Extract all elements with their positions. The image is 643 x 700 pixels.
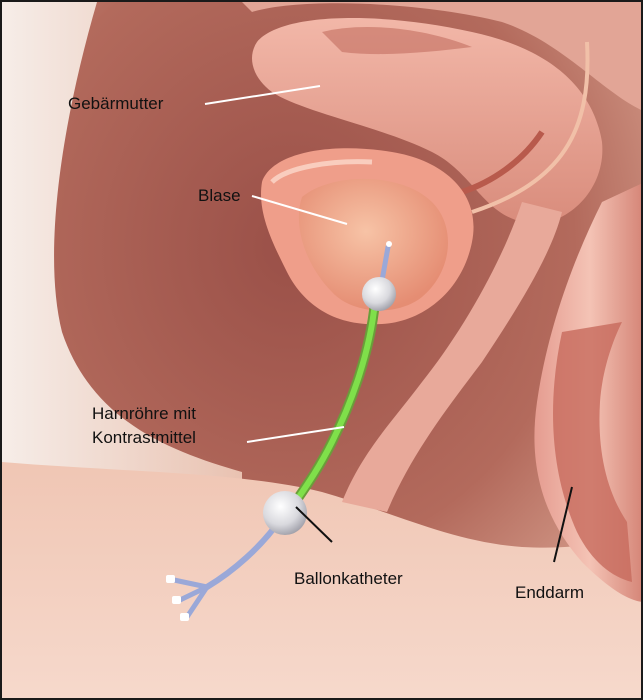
label-uterus: Gebärmutter: [68, 93, 163, 115]
label-balloon-catheter: Ballonkatheter: [294, 568, 403, 590]
catheter-port-cap-2: [172, 596, 181, 604]
catheter-port-cap-1: [166, 575, 175, 583]
label-bladder: Blase: [198, 185, 241, 207]
urethral-balloon: [263, 491, 307, 535]
label-urethra-line1: Harnröhre mit: [92, 402, 196, 426]
catheter-tip-end: [386, 241, 392, 247]
catheter-port-cap-3: [180, 613, 189, 621]
label-urethra-line2: Kontrastmittel: [92, 426, 196, 450]
label-rectum: Enddarm: [515, 582, 584, 604]
bladder-balloon: [362, 277, 396, 311]
label-urethra: Harnröhre mit Kontrastmittel: [92, 402, 196, 450]
